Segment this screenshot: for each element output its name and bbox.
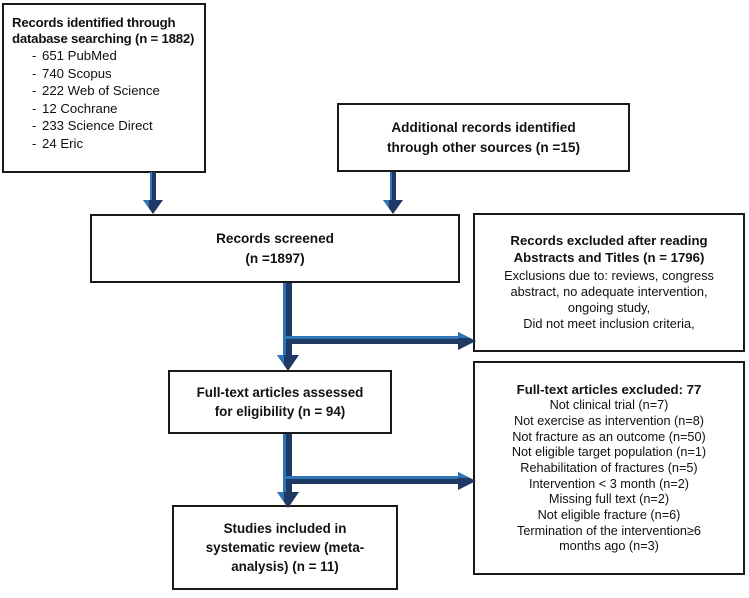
box-records-screened: Records screened (n =1897) (90, 214, 460, 283)
additional-records-text: Additional records identified through ot… (387, 118, 580, 157)
list-item: - 740 Scopus (12, 65, 160, 83)
bullet-dash: - (32, 65, 37, 81)
list-item: Not eligible fracture (n=6) (537, 507, 681, 522)
list-item: Rehabilitation of fractures (n=5) (520, 460, 698, 475)
additional-records-line2: through other sources (n =15) (387, 139, 580, 155)
list-item: Termination of the intervention≥6 (516, 523, 701, 538)
bullet-dash: - (32, 100, 37, 116)
arrow-fulltext-to-fulltext-excluded (286, 472, 476, 490)
records-screened-line1: Records screened (216, 230, 334, 246)
fulltext-assessed-line1: Full-text articles assessed (196, 384, 364, 400)
records-excluded-heading: Records excluded after reading Abstracts… (510, 233, 707, 267)
arrow-fulltext-to-included (277, 434, 299, 508)
records-screened-text: Records screened (n =1897) (216, 229, 334, 268)
studies-included-line2: systematic review (meta- (205, 539, 365, 555)
records-excluded-body-line2: abstract, no adequate intervention, (510, 284, 708, 300)
box-studies-included: Studies included in systematic review (m… (172, 505, 398, 590)
source-label: 651 PubMed (42, 48, 117, 64)
list-item: Intervention < 3 month (n=2) (528, 476, 690, 491)
list-item: Not fracture as an outcome (n=50) (512, 429, 706, 444)
list-item: Not clinical trial (n=7) (549, 398, 669, 413)
records-excluded-body: Exclusions due to: reviews, congress abs… (504, 268, 714, 331)
list-item: Not exercise as intervention (n=8) (513, 413, 705, 428)
list-item: - 233 Science Direct (12, 117, 160, 135)
box-fulltext-assessed: Full-text articles assessed for eligibil… (168, 370, 392, 434)
records-excluded-body-line1: Exclusions due to: reviews, congress (504, 268, 714, 284)
list-item: Missing full text (n=2) (548, 492, 670, 507)
records-excluded-body-line4: Did not meet inclusion criteria, (523, 315, 695, 331)
list-item: - 222 Web of Science (12, 82, 160, 100)
source-label: 233 Science Direct (42, 118, 153, 134)
list-item: - 24 Eric (12, 135, 160, 153)
list-item: - 651 PubMed (12, 47, 160, 65)
fulltext-assessed-text: Full-text articles assessed for eligibil… (197, 383, 364, 421)
bullet-dash: - (32, 83, 37, 99)
records-identified-heading: Records identified through database sear… (12, 15, 194, 46)
box-additional-records: Additional records identified through ot… (337, 103, 630, 172)
records-excluded-heading-line2: Abstracts and Titles (n = 1796) (513, 250, 705, 266)
list-item: months ago (n=3) (559, 539, 659, 554)
studies-included-text: Studies included in systematic review (m… (206, 519, 365, 576)
records-screened-line2: (n =1897) (245, 250, 305, 266)
arrow-identified-to-screened (143, 172, 163, 214)
database-source-list: - 651 PubMed - 740 Scopus - 222 Web of S… (12, 47, 160, 152)
records-excluded-heading-line1: Records excluded after reading (510, 233, 708, 249)
source-label: 12 Cochrane (42, 100, 118, 116)
studies-included-line3: analysis) (n = 11) (231, 559, 339, 575)
arrow-additional-to-screened (383, 172, 403, 214)
bullet-dash: - (32, 48, 37, 64)
records-excluded-body-line3: ongoing study, (567, 299, 651, 315)
box-records-excluded: Records excluded after reading Abstracts… (473, 213, 745, 352)
source-label: 222 Web of Science (42, 83, 160, 99)
fulltext-assessed-line2: for eligibility (n = 94) (214, 404, 346, 419)
source-label: 24 Eric (42, 135, 84, 151)
records-identified-heading-line2: database searching (n = 1882) (12, 30, 195, 46)
bullet-dash: - (32, 118, 37, 134)
bullet-dash: - (32, 135, 37, 151)
fulltext-excluded-heading: Full-text articles excluded: 77 (516, 381, 702, 397)
list-item: Not eligible target population (n=1) (511, 445, 707, 460)
box-records-identified: Records identified through database sear… (2, 3, 206, 173)
box-fulltext-excluded: Full-text articles excluded: 77 Not clin… (473, 361, 745, 575)
additional-records-line1: Additional records identified (391, 119, 576, 135)
source-label: 740 Scopus (42, 65, 112, 81)
records-identified-heading-line1: Records identified through (12, 15, 176, 30)
arrow-screened-to-excluded-records (286, 332, 476, 350)
exclusion-reason-list: Not clinical trial (n=7) Not exercise as… (512, 398, 706, 555)
list-item: - 12 Cochrane (12, 100, 160, 118)
arrow-screened-to-fulltext (277, 283, 299, 371)
studies-included-line1: Studies included in (223, 520, 347, 536)
